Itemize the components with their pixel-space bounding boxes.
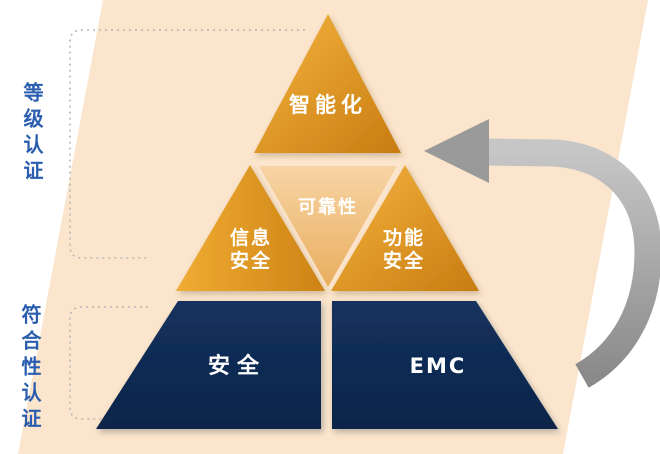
intelligence-triangle-shape (254, 14, 401, 153)
functional-safety-label-line1: 功能 (383, 226, 425, 249)
reliability-label: 可靠性 (298, 196, 358, 218)
conformity-certification-label: 符合性认证 (18, 304, 42, 434)
functional-safety-label-line2: 安全 (383, 249, 425, 272)
information-security-triangle: 信息 安全 (176, 165, 325, 291)
curved-arrow-shaft (485, 138, 660, 388)
intelligence-label: 智能化 (289, 93, 367, 117)
safety-trapezoid: 安全 (96, 301, 321, 429)
safety-shape (96, 301, 321, 429)
safety-label: 安全 (208, 353, 266, 379)
conformity-bracket (69, 306, 148, 420)
curved-arrow-head (424, 119, 489, 183)
intelligence-triangle: 智能化 (254, 14, 401, 153)
pyramid: 智能化 信息 安全 可靠性 功能 安全 安全 (96, 14, 558, 429)
emc-trapezoid: EMC (332, 301, 558, 429)
emc-shape (332, 301, 558, 429)
information-security-shape (176, 165, 325, 291)
functional-safety-triangle: 功能 安全 (331, 165, 479, 291)
grade-certification-label: 等级认证 (20, 82, 44, 186)
emc-label: EMC (410, 354, 467, 378)
information-security-label-line1: 信息 (230, 226, 272, 249)
reliability-triangle: 可靠性 (259, 166, 397, 287)
reliability-shape (259, 166, 397, 287)
curved-arrow (424, 119, 660, 388)
functional-safety-shape (331, 165, 479, 291)
information-security-label-line2: 安全 (230, 249, 272, 272)
